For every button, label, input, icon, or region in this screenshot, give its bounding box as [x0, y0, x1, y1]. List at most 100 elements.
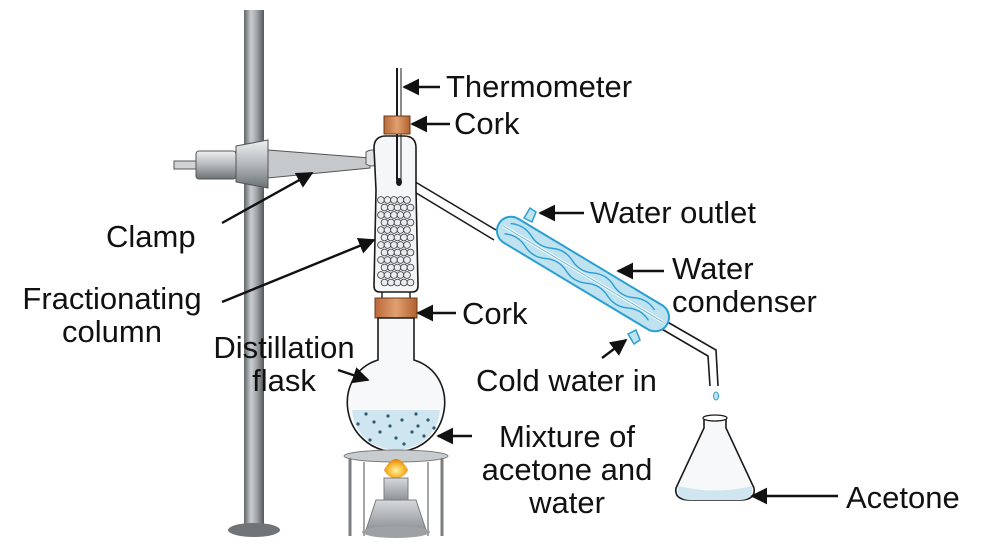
glass-bead — [380, 278, 389, 287]
label-mixture-line-2: acetone and — [481, 452, 653, 487]
glass-bead — [387, 278, 395, 287]
arrow-cold-water-in — [601, 338, 628, 359]
glass-bead — [387, 218, 395, 227]
retort-stand — [228, 10, 280, 537]
label-clamp: Clamp — [106, 219, 196, 254]
glass-bead — [400, 248, 408, 257]
glass-bead — [403, 271, 411, 279]
liquid-bubble — [356, 422, 360, 426]
label-condenser-line-2: condenser — [672, 284, 817, 319]
glass-bead — [403, 241, 411, 249]
glass-bead — [406, 203, 415, 212]
label-distillation-line-2: flask — [252, 363, 316, 398]
label-distillation-flask: Distillation flask — [200, 331, 368, 397]
glass-bead — [396, 241, 405, 249]
glass-bead — [403, 211, 411, 219]
glass-bead — [393, 218, 402, 227]
glass-bead — [400, 263, 408, 272]
glass-bead — [387, 203, 395, 212]
glass-bead — [400, 278, 408, 287]
glass-bead — [380, 233, 389, 242]
glass-bead — [383, 211, 392, 219]
glass-bead — [400, 203, 408, 212]
liquid-bubbles — [356, 412, 436, 446]
label-cork-bottom: Cork — [462, 296, 528, 331]
glass-bead — [377, 211, 385, 219]
cork-icon — [374, 297, 418, 319]
label-mixture: Mixture of acetone and water — [462, 420, 672, 519]
label-distillation-line-1: Distillation — [213, 330, 355, 365]
glass-bead — [393, 203, 402, 212]
glass-bead — [393, 233, 402, 242]
glass-bead — [387, 248, 395, 257]
liquid-bubble — [402, 442, 406, 446]
condenser-icon — [495, 206, 671, 346]
glass-bead — [406, 248, 415, 257]
liquid-bubble — [432, 426, 436, 430]
label-water-outlet: Water outlet — [590, 195, 756, 230]
liquid-bubble — [386, 414, 390, 418]
glass-bead — [390, 271, 398, 279]
glass-bead — [396, 196, 405, 204]
label-fractionating-line-1: Fractionating — [22, 281, 202, 316]
liquid-bubble — [372, 420, 376, 424]
glass-bead — [380, 263, 389, 272]
glass-bead — [383, 271, 392, 279]
arrow-fractionating-column — [221, 237, 376, 304]
glass-bead — [390, 256, 398, 264]
glass-beads — [377, 196, 415, 287]
liquid-bubble — [368, 438, 372, 442]
glass-bead — [390, 211, 398, 219]
glass-bead — [393, 278, 402, 287]
glass-bead — [380, 203, 389, 212]
liquid-bubble — [414, 412, 418, 416]
glass-bead — [387, 233, 395, 242]
glass-bead — [393, 248, 402, 257]
label-water-condenser: Water condenser — [672, 252, 817, 318]
glass-bead — [383, 196, 392, 204]
cork-icon — [383, 115, 411, 135]
liquid-bubble — [394, 436, 398, 440]
glass-bead — [403, 226, 411, 234]
label-acetone: Acetone — [846, 480, 960, 515]
glass-bead — [377, 226, 385, 234]
clamp-icon — [173, 139, 381, 189]
glass-bead — [400, 218, 408, 227]
glass-bead — [406, 263, 415, 272]
burner-icon — [343, 449, 449, 538]
delivery-tube — [407, 179, 719, 387]
glass-bead — [396, 256, 405, 264]
fractionating-column-icon — [373, 135, 419, 293]
liquid-bubble — [416, 424, 420, 428]
glass-bead — [383, 241, 392, 249]
label-mixture-line-3: water — [529, 485, 605, 520]
glass-bead — [380, 218, 389, 227]
glass-bead — [377, 271, 385, 279]
glass-bead — [390, 241, 398, 249]
label-condenser-line-1: Water — [672, 251, 754, 286]
liquid-bubble — [426, 418, 430, 422]
glass-bead — [396, 211, 405, 219]
stand-pole — [244, 10, 264, 526]
glass-bead — [403, 196, 411, 204]
glass-bead — [390, 196, 398, 204]
liquid-bubble — [422, 434, 426, 438]
label-cork-top: Cork — [454, 106, 520, 141]
label-thermometer: Thermometer — [446, 69, 633, 104]
label-fractionating-column: Fractionating column — [2, 282, 222, 348]
glass-bead — [387, 263, 395, 272]
liquid-bubble — [410, 430, 414, 434]
liquid-bubble — [364, 412, 368, 416]
arrow-clamp — [221, 171, 314, 225]
glass-bead — [377, 241, 385, 249]
glass-bead — [377, 196, 385, 204]
conical-flask-icon — [674, 391, 756, 501]
liquid-bubble — [400, 418, 404, 422]
glass-bead — [396, 226, 405, 234]
flask-icon — [346, 317, 446, 453]
label-mixture-line-1: Mixture of — [498, 419, 636, 454]
glass-bead — [383, 226, 392, 234]
label-fractionating-line-2: column — [62, 314, 162, 349]
glass-bead — [390, 226, 398, 234]
